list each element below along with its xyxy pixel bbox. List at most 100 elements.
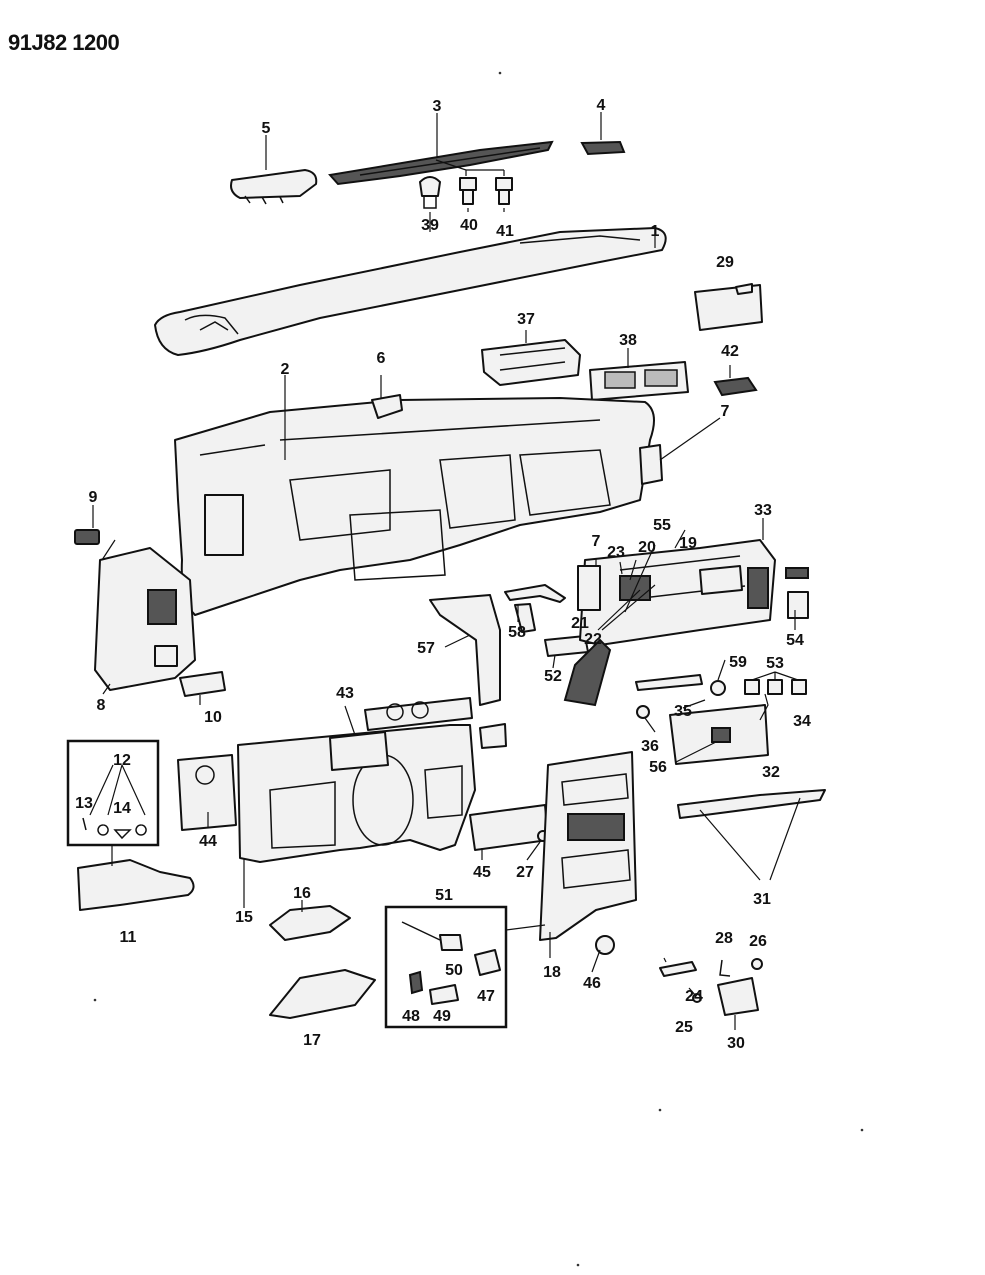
callout-48: 48 <box>402 1008 420 1025</box>
callout-37: 37 <box>517 311 535 328</box>
callout-34: 34 <box>793 713 811 730</box>
callout-43: 43 <box>336 685 354 702</box>
callout-3: 3 <box>433 98 442 115</box>
callout-54: 54 <box>786 632 804 649</box>
callout-31: 31 <box>753 891 771 908</box>
callout-39: 39 <box>421 217 439 234</box>
part-33-right-trim-panel <box>577 539 776 646</box>
part-40-socket <box>459 177 477 205</box>
part-45-lower-bezel <box>469 723 549 851</box>
callout-38: 38 <box>619 332 637 349</box>
part-57-brace <box>429 594 501 706</box>
callout-50: 50 <box>445 962 463 979</box>
callout-14: 14 <box>113 800 131 817</box>
part-11-lower-panel <box>77 859 195 911</box>
part-25-screw <box>692 993 702 1003</box>
callout-28: 28 <box>715 930 733 947</box>
callout-19: 19 <box>679 535 697 552</box>
callout-12: 12 <box>113 752 131 769</box>
print-specks <box>93 71 864 1267</box>
callout-30: 30 <box>727 1035 745 1052</box>
callout-20: 20 <box>638 539 656 556</box>
callout-41: 41 <box>496 223 514 240</box>
callout-8: 8 <box>97 697 106 714</box>
callout-59: 59 <box>729 654 747 671</box>
part-10-switch <box>179 671 226 697</box>
callout-29: 29 <box>716 254 734 271</box>
diagram-code: 91J82 1200 <box>8 30 120 55</box>
callout-9: 9 <box>89 489 98 506</box>
part-32-glove-bin <box>677 789 826 819</box>
callout-22: 22 <box>584 631 602 648</box>
callout-27: 27 <box>516 864 534 881</box>
part-16-cover <box>269 905 351 941</box>
callout-4: 4 <box>597 97 606 114</box>
callout-58: 58 <box>508 624 526 641</box>
part-43-cluster <box>329 697 473 771</box>
callout-35: 35 <box>674 703 692 720</box>
callout-26: 26 <box>749 933 767 950</box>
part-1-instrument-panel-pad <box>154 227 667 356</box>
callout-13: 13 <box>75 795 93 812</box>
callout-10: 10 <box>204 709 222 726</box>
callout-25: 25 <box>675 1019 693 1036</box>
callout-47: 47 <box>477 988 495 1005</box>
callout-15: 15 <box>235 909 253 926</box>
part-39-bulb <box>419 176 441 209</box>
callout-56: 56 <box>649 759 667 776</box>
callout-5: 5 <box>262 120 271 137</box>
leader-lines <box>89 112 801 1030</box>
part-58-link <box>504 584 566 633</box>
callout-21: 21 <box>571 615 589 632</box>
part-18-center-bezel <box>539 751 637 941</box>
part-17-cover <box>269 969 376 1019</box>
part-8-end-bezel <box>94 547 196 691</box>
callout-32: 32 <box>762 764 780 781</box>
callout-49: 49 <box>433 1008 451 1025</box>
part-34-glove-box-door <box>669 704 769 765</box>
part-41-socket <box>495 177 513 205</box>
callout-6: 6 <box>377 350 386 367</box>
callout-18: 18 <box>543 964 561 981</box>
callout-46: 46 <box>583 975 601 992</box>
callout-16: 16 <box>293 885 311 902</box>
callout-51: 51 <box>435 887 453 904</box>
part-51-ignition-kit-box <box>384 905 508 1029</box>
callout-52: 52 <box>544 668 562 685</box>
part-59-strip <box>635 674 726 696</box>
part-38-radio <box>589 361 689 401</box>
callout-45: 45 <box>473 864 491 881</box>
callout-40: 40 <box>460 217 478 234</box>
part-9-switch <box>74 529 100 545</box>
callout-33: 33 <box>754 502 772 519</box>
part-29-glove-door <box>694 283 763 331</box>
part-5-end-cap <box>230 169 318 205</box>
callout-42: 42 <box>721 343 739 360</box>
callout-44: 44 <box>199 833 217 850</box>
callout-11: 11 <box>120 929 137 946</box>
callout-57: 57 <box>417 640 435 657</box>
part-46-knob <box>595 935 615 955</box>
callout-36: 36 <box>641 738 659 755</box>
callout-23: 23 <box>607 544 625 561</box>
callout-1: 1 <box>651 223 660 240</box>
part-22-bezel-support <box>563 638 612 707</box>
callout-labels: 1 2 3 4 5 6 7 7 8 9 10 11 12 13 14 15 16… <box>75 97 811 1052</box>
part-54-switch <box>785 567 809 619</box>
callout-2: 2 <box>281 361 290 378</box>
part-26-clip <box>751 958 763 970</box>
part-3-defroster-strip <box>328 140 554 186</box>
callout-7b: 7 <box>592 533 601 550</box>
part-42-module <box>713 376 758 397</box>
part-28-clip <box>719 959 731 977</box>
part-12-14-bulb-kit-box <box>66 739 160 847</box>
part-6-bracket <box>371 394 403 419</box>
callout-24: 24 <box>685 988 703 1005</box>
part-36-bumper <box>636 705 650 719</box>
callout-7a: 7 <box>721 403 730 420</box>
part-24-label <box>659 961 697 977</box>
part-53-labels <box>744 679 807 695</box>
callout-17: 17 <box>303 1032 321 1049</box>
